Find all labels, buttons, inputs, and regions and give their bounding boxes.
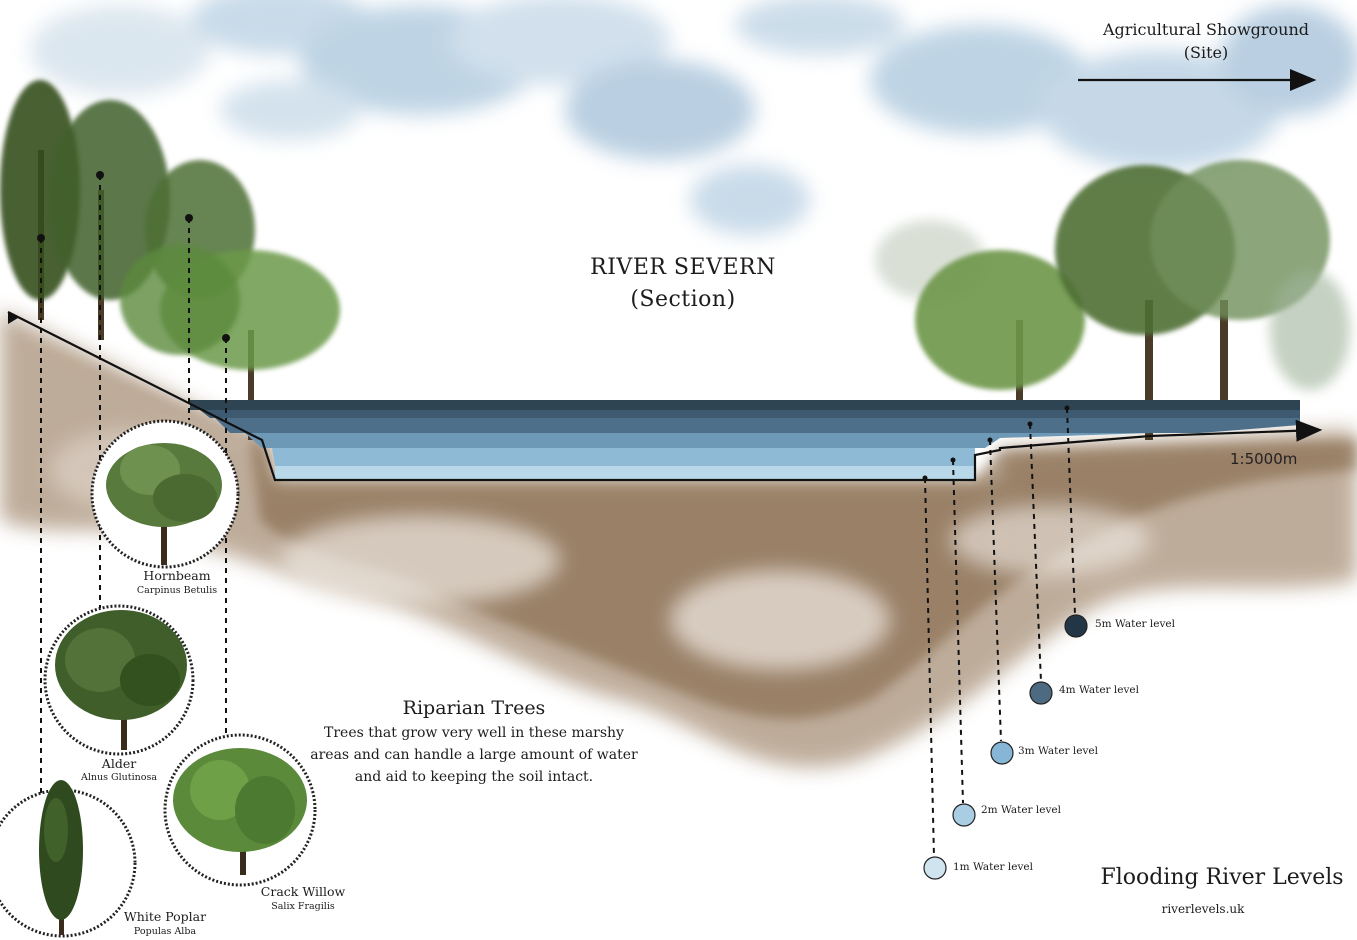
hornbeam-tree-icon <box>106 443 222 565</box>
tree-name-hornbeam: Hornbeam <box>143 568 211 583</box>
tree-name-alder: Alder <box>101 756 137 771</box>
water-level-label-2m: 2m Water level <box>981 804 1061 816</box>
river-title: RIVER SEVERN (Section) <box>590 252 776 316</box>
river-title-line2: (Section) <box>630 287 736 312</box>
site-label-line2: (Site) <box>1183 43 1229 62</box>
water-level-leaders <box>924 407 1076 858</box>
riparian-description: Trees that grow very well in these marsh… <box>310 722 637 788</box>
tree-latin-crack-willow: Salix Fragilis <box>271 901 335 912</box>
water-level-markers <box>923 614 1088 880</box>
riparian-heading: Riparian Trees <box>402 697 546 719</box>
tree-specimen-crack-willow <box>163 733 317 887</box>
riparian-line-2: areas and can handle a large amount of w… <box>310 747 638 763</box>
water-level-marker-5m <box>1064 614 1088 638</box>
tree-name-crack-willow: Crack Willow <box>260 884 346 899</box>
alder-tree-icon <box>55 610 187 750</box>
river-channel <box>190 400 1300 480</box>
tree-latin-hornbeam: Carpinus Betulis <box>136 585 218 596</box>
river-title-line1: RIVER SEVERN <box>590 255 776 280</box>
water-level-label-4m: 4m Water level <box>1059 684 1139 696</box>
ground-profile-line <box>7 311 1323 482</box>
tree-specimen-alder <box>43 604 195 756</box>
site-label-line1: Agricultural Showground <box>1102 20 1310 39</box>
tree-leaders <box>40 175 227 795</box>
tree-latin-white-poplar: Populas Alba <box>133 926 197 937</box>
riparian-line-3: and aid to keeping the soil intact. <box>354 769 594 785</box>
willow-tree-icon <box>173 748 307 875</box>
tree-latin-alder: Alnus Glutinosa <box>80 772 158 783</box>
tree-anchor-dots <box>37 171 230 342</box>
tree-specimen-hornbeam <box>90 419 240 569</box>
water-level-label-1m: 1m Water level <box>953 861 1033 873</box>
right-tree-group <box>875 160 1350 440</box>
tree-name-white-poplar: White Poplar <box>123 909 207 924</box>
water-level-marker-2m <box>952 803 976 827</box>
poplar-tree-icon <box>39 780 83 935</box>
scale-label: 1:5000m <box>1230 450 1298 468</box>
riparian-line-1: Trees that grow very well in these marsh… <box>324 725 624 741</box>
site-label: Agricultural Showground (Site) <box>1103 18 1309 64</box>
source-credit: riverlevels.uk <box>1161 902 1245 916</box>
tree-specimen-white-poplar <box>0 780 137 938</box>
flooding-levels-heading: Flooding River Levels <box>1100 865 1344 890</box>
water-level-label-3m: 3m Water level <box>1018 745 1098 757</box>
water-level-label-5m: 5m Water level <box>1095 618 1175 630</box>
water-level-marker-3m <box>990 741 1014 765</box>
water-level-marker-4m <box>1029 681 1053 705</box>
water-level-marker-1m <box>923 856 947 880</box>
water-level-anchor-dots <box>922 405 1070 481</box>
left-edge-marker <box>8 312 18 324</box>
